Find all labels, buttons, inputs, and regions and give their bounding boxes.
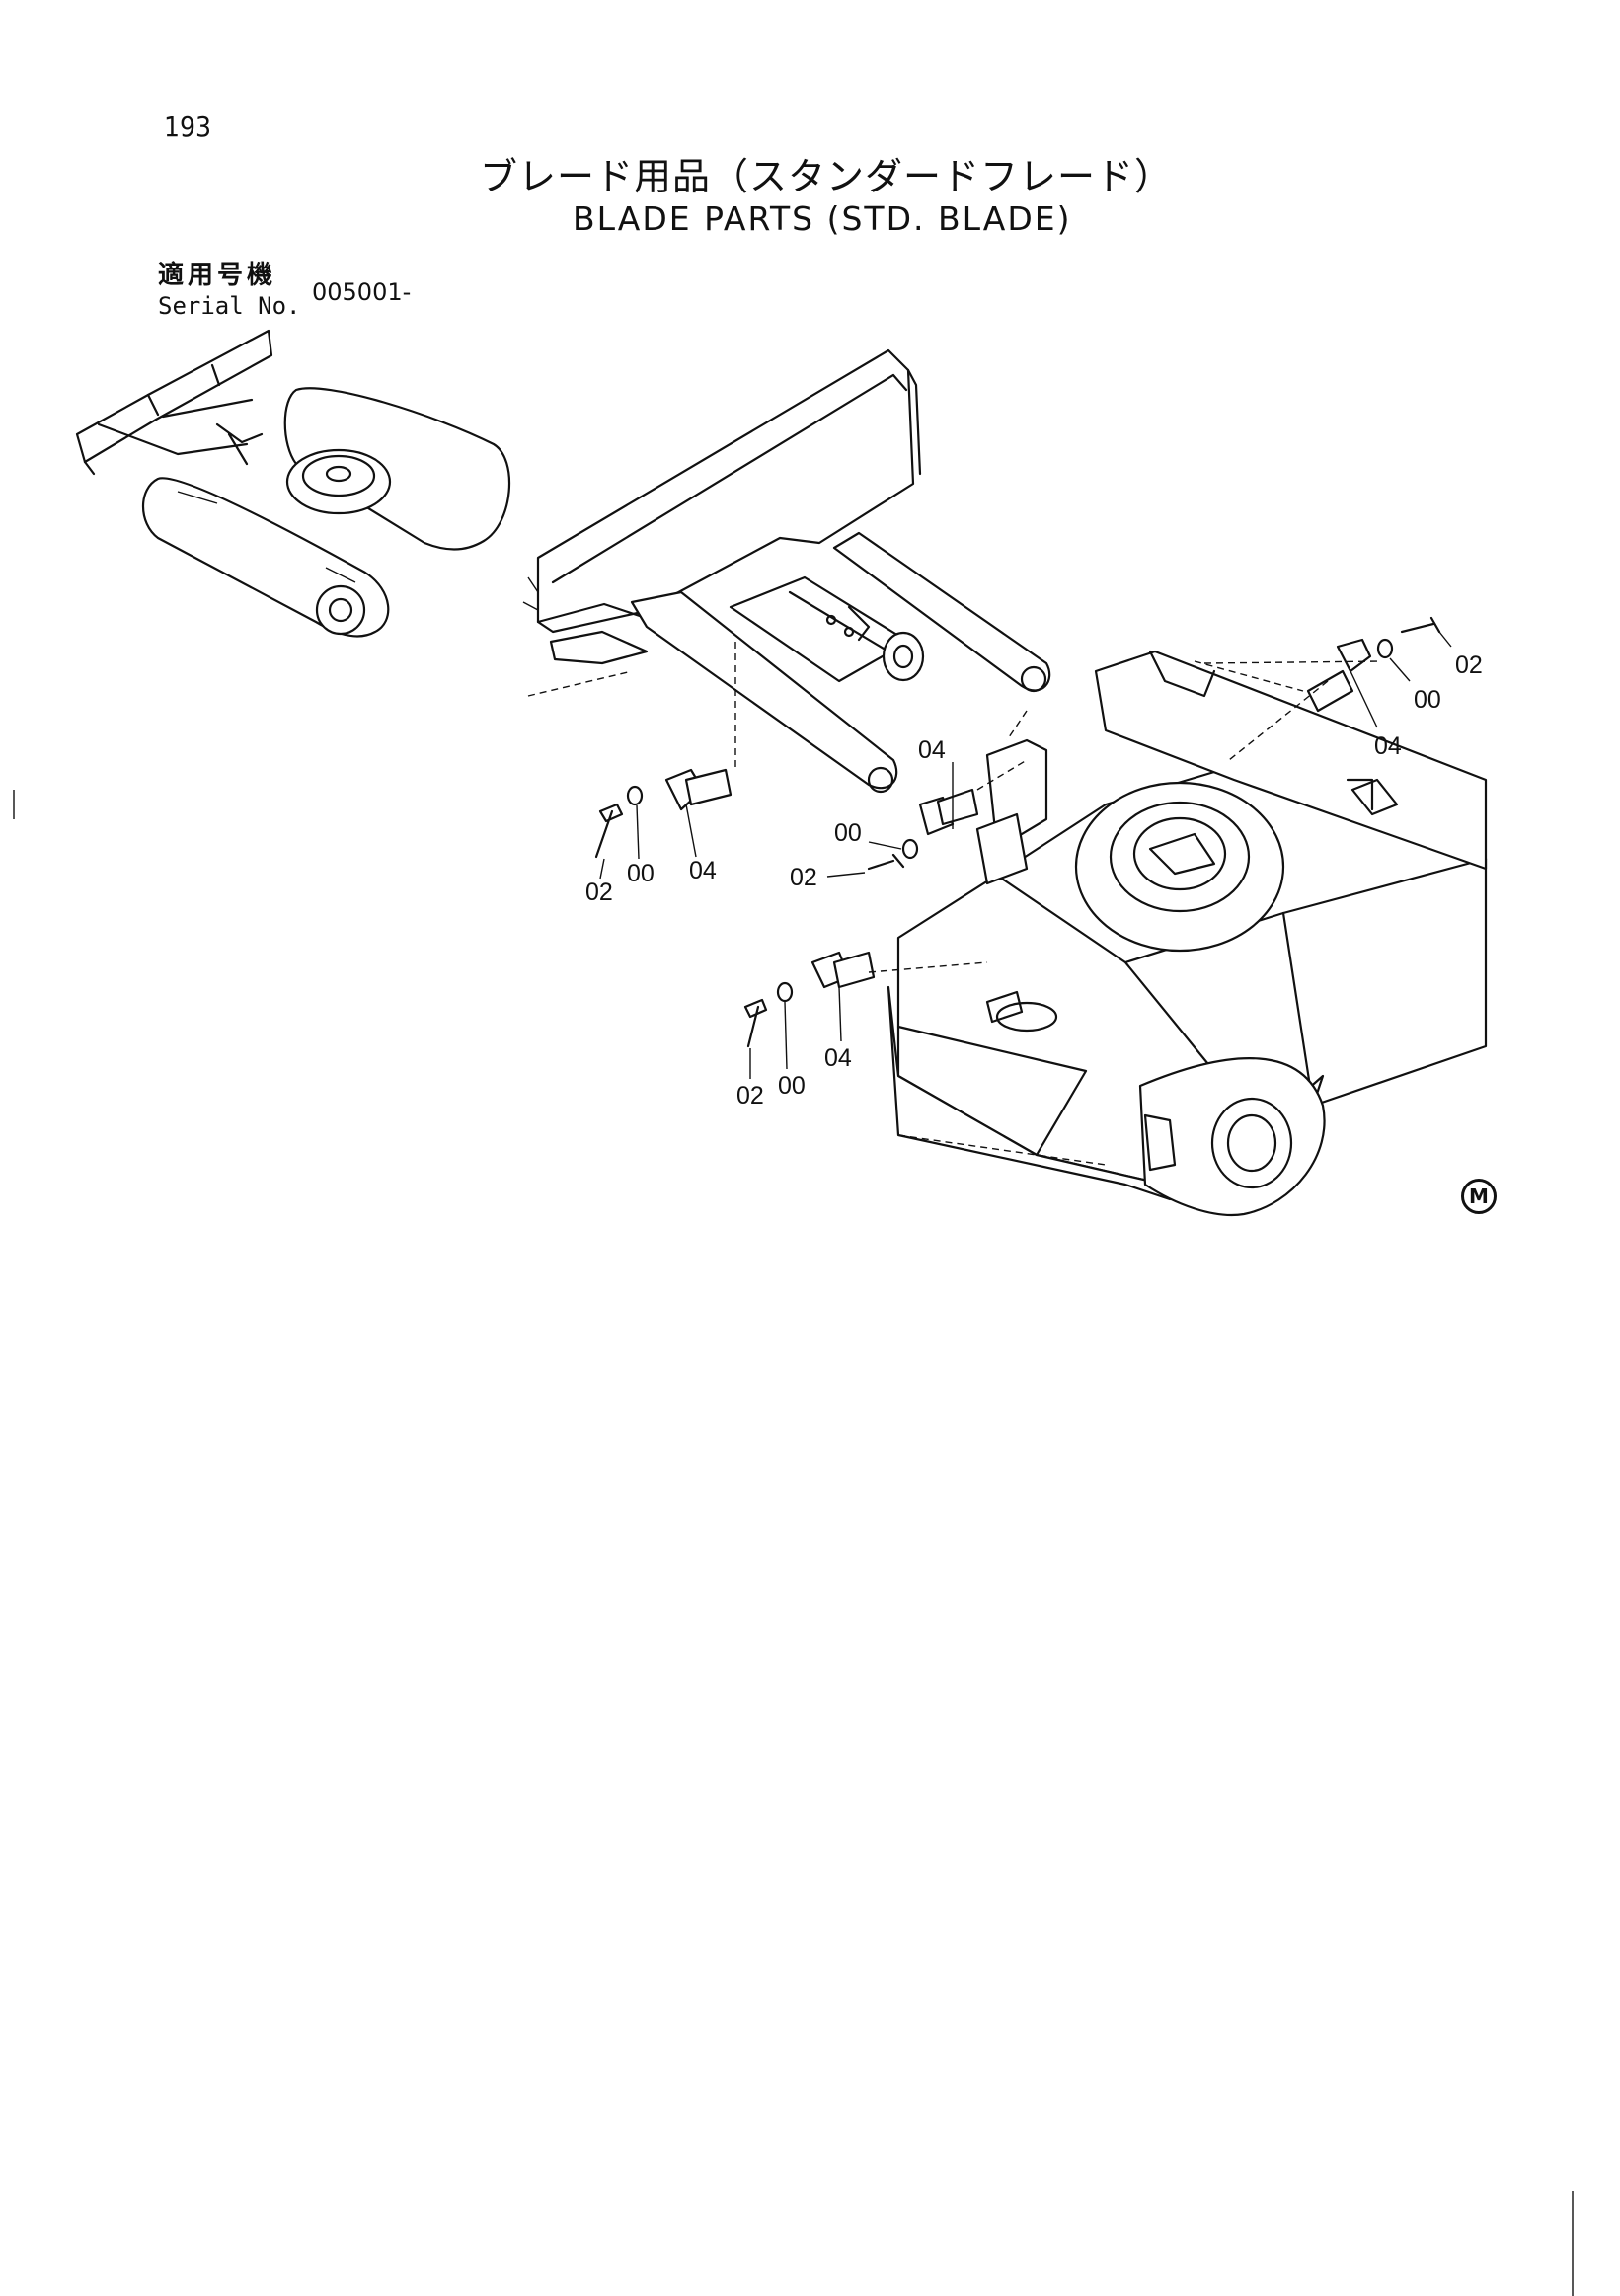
- title-english: BLADE PARTS (STD. BLADE): [573, 199, 1072, 238]
- callout-00-lower: 00: [778, 1072, 806, 1100]
- bolt-part-02-center: [867, 853, 905, 871]
- page-number: 193: [164, 111, 212, 143]
- callout-04-right: 04: [1374, 732, 1402, 760]
- callout-04-lower: 04: [824, 1044, 852, 1072]
- washer-part-00-left: [626, 785, 644, 806]
- washer-part-00-right: [1376, 638, 1394, 659]
- pin-part-04-center: [918, 788, 979, 836]
- callout-02-right: 02: [1455, 651, 1483, 679]
- callout-04-center: 04: [918, 736, 946, 764]
- main-exploded-illustration: [522, 348, 1488, 1216]
- washer-part-00-lower: [776, 981, 794, 1003]
- serial-label-english: Serial No.: [158, 292, 301, 320]
- bolt-part-02-right: [1400, 616, 1441, 634]
- overview-machine-illustration: [75, 329, 511, 638]
- callout-00-center: 00: [834, 819, 862, 847]
- title-japanese: ブレード用品（スタンダードフレード）: [480, 155, 1174, 198]
- corner-mark-m: M: [1461, 1179, 1497, 1214]
- callout-00-right: 00: [1414, 686, 1441, 714]
- callout-02-center: 02: [790, 864, 817, 891]
- washer-part-00-center: [901, 838, 919, 860]
- pin-part-04-left: [664, 768, 733, 811]
- callout-00-left: 00: [627, 860, 655, 887]
- callout-02-lower: 02: [736, 1082, 764, 1110]
- pin-part-04-lower: [810, 951, 876, 989]
- serial-number-range: 005001-: [312, 278, 412, 306]
- pin-part-04-right: [1306, 638, 1372, 713]
- bolt-part-02-left: [594, 803, 624, 859]
- callout-02-left: 02: [585, 879, 613, 906]
- callout-04-left: 04: [689, 857, 717, 884]
- bolt-part-02-lower: [743, 998, 768, 1048]
- serial-label-japanese: 適用号機: [158, 261, 277, 290]
